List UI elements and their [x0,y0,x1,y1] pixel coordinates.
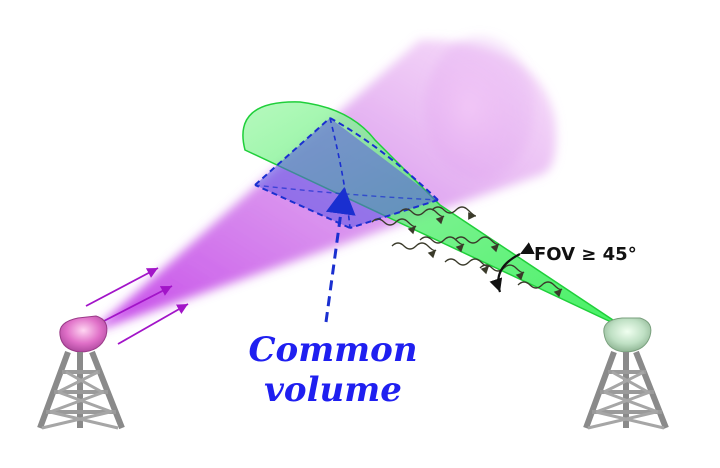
fov-label: FOV ≥ 45° [534,244,637,265]
incident-light-arrows [85,267,189,345]
common-volume-label-line2: volume [264,370,402,410]
common-volume-label-line1: Common [248,330,418,370]
fov-angle-arc [489,242,535,293]
common-volume-pointer-arrow [324,187,356,323]
common-volume-region [254,117,439,229]
common-volume-label: Common volume [248,330,418,410]
transmitter-tower-icon [37,315,125,430]
receiver-tower-icon [583,317,669,430]
